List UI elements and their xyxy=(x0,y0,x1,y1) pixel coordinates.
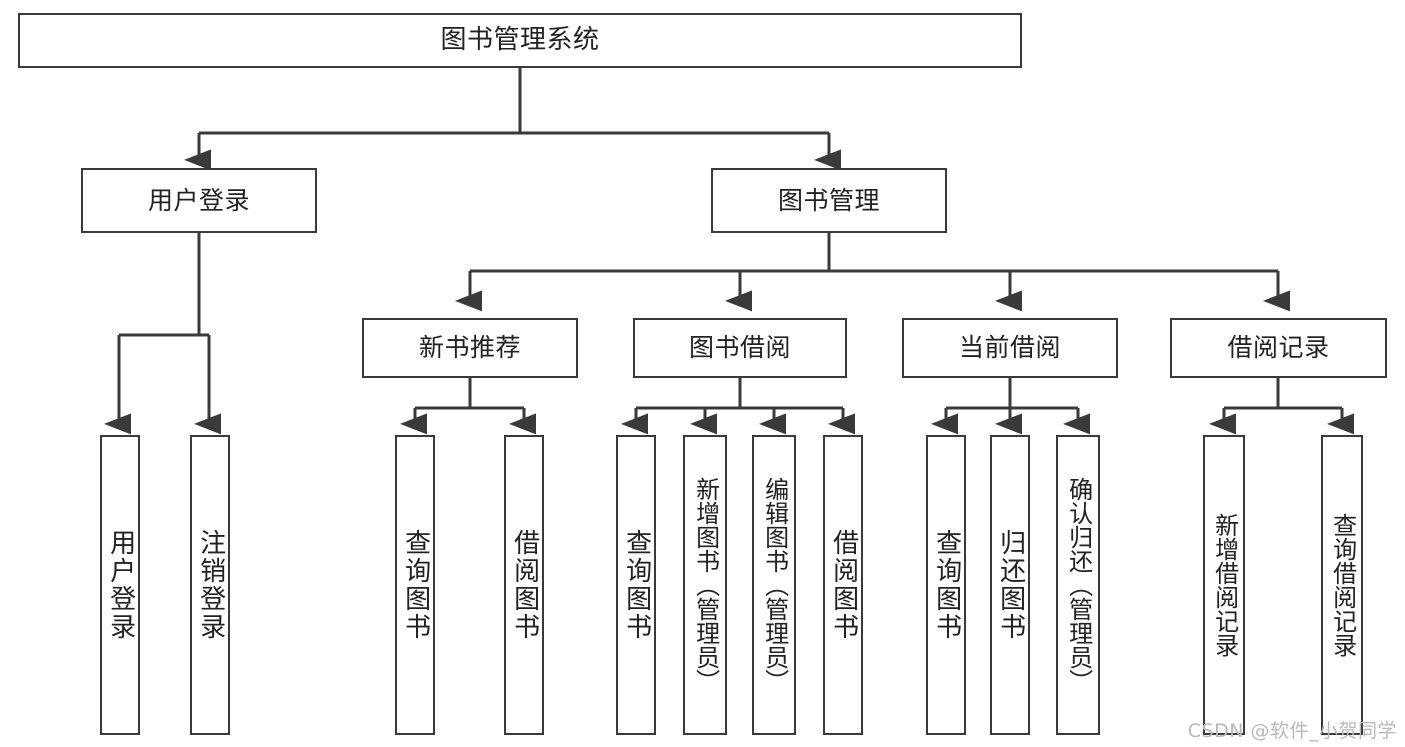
node-label: 用户登录 xyxy=(105,529,136,641)
csdn-watermark: CSDN @软件_小贺同学 xyxy=(1187,720,1397,742)
node-leaf-query-books-borrowing[interactable]: 查询图书 xyxy=(616,435,656,735)
node-label: 图书管理 xyxy=(777,185,880,215)
node-leaf-borrow-books-new[interactable]: 借阅图书 xyxy=(504,435,544,735)
node-leaf-borrow-books-borrowing[interactable]: 借阅图书 xyxy=(823,435,863,735)
node-new-book-recommendation[interactable]: 新书推荐 xyxy=(362,318,578,378)
node-user-login[interactable]: 用户登录 xyxy=(81,168,317,233)
node-label: 新增借阅记录 xyxy=(1210,513,1239,657)
node-label: 用户登录 xyxy=(147,185,250,215)
node-leaf-add-borrow-record[interactable]: 新增借阅记录 xyxy=(1203,435,1245,735)
node-leaf-return-books[interactable]: 归还图书 xyxy=(990,435,1030,735)
node-borrowing-records[interactable]: 借阅记录 xyxy=(1170,318,1387,378)
node-label: 归还图书 xyxy=(995,529,1026,641)
node-label: 查询借阅记录 xyxy=(1328,513,1357,657)
node-book-management[interactable]: 图书管理 xyxy=(711,168,947,233)
node-current-borrowing[interactable]: 当前借阅 xyxy=(902,318,1118,378)
node-label: 图书管理系统 xyxy=(440,25,600,56)
node-label: 新增图书（管理员） xyxy=(691,477,720,693)
node-leaf-user-login[interactable]: 用户登录 xyxy=(100,435,140,735)
node-leaf-logout[interactable]: 注销登录 xyxy=(190,435,230,735)
node-label: 图书借阅 xyxy=(688,333,791,363)
node-book-borrowing[interactable]: 图书借阅 xyxy=(633,318,847,378)
node-label: 确认归还（管理员） xyxy=(1064,477,1093,693)
node-label: 查询图书 xyxy=(400,529,431,641)
node-leaf-query-books-current[interactable]: 查询图书 xyxy=(926,435,966,735)
node-label: 查询图书 xyxy=(931,529,962,641)
node-label: 借阅图书 xyxy=(509,529,540,641)
node-leaf-confirm-return-admin[interactable]: 确认归还（管理员） xyxy=(1056,435,1100,735)
node-label: 新书推荐 xyxy=(418,333,521,363)
node-label: 注销登录 xyxy=(195,529,226,641)
node-leaf-query-borrow-record[interactable]: 查询借阅记录 xyxy=(1321,435,1363,735)
node-label: 查询图书 xyxy=(621,529,652,641)
node-label: 借阅图书 xyxy=(828,529,859,641)
node-label: 当前借阅 xyxy=(958,333,1061,363)
node-label: 编辑图书（管理员） xyxy=(760,477,789,693)
node-root-book-management-system[interactable]: 图书管理系统 xyxy=(18,13,1022,68)
node-leaf-query-books-new[interactable]: 查询图书 xyxy=(395,435,435,735)
node-label: 借阅记录 xyxy=(1227,333,1330,363)
node-leaf-add-book-admin[interactable]: 新增图书（管理员） xyxy=(683,435,727,735)
node-leaf-edit-book-admin[interactable]: 编辑图书（管理员） xyxy=(752,435,796,735)
